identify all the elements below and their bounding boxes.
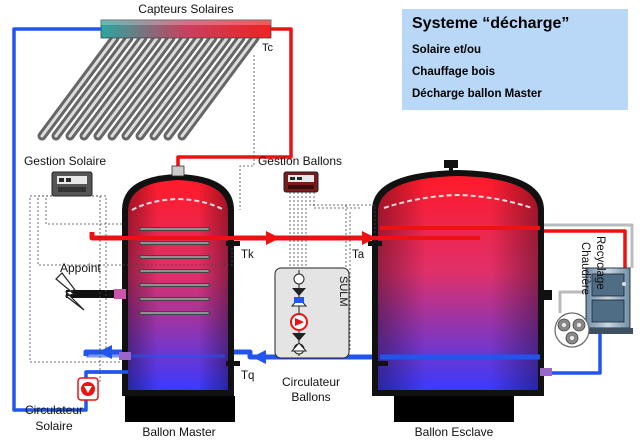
hot-boiler-pipe xyxy=(540,229,627,272)
recyclage-pipe-low xyxy=(558,290,592,313)
ballon-esclave-tank xyxy=(372,160,552,422)
master-base xyxy=(125,396,235,422)
circulateur-solaire[interactable] xyxy=(77,377,99,401)
circ-solaire-label-1: Circulateur xyxy=(25,403,83,417)
chaudiere-boiler[interactable] xyxy=(583,267,633,334)
cold-boiler-pipe xyxy=(540,334,602,375)
tk-label: Tk xyxy=(241,249,254,261)
ta-label: Ta xyxy=(352,249,365,261)
esclave-side-port xyxy=(540,290,552,300)
hot-solar-pipe xyxy=(176,27,293,176)
recyclage-pipe-top xyxy=(540,223,634,268)
tq-label: Tq xyxy=(241,370,254,382)
master-top-fitting xyxy=(171,165,185,177)
ballon-master-label: Ballon Master xyxy=(142,425,215,439)
tc-label: Tc xyxy=(262,42,274,54)
gestion-solaire-controller[interactable] xyxy=(51,171,93,197)
circ-ballons-label-1: Circulateur xyxy=(282,375,340,389)
tq-sensor xyxy=(226,361,240,366)
recyclage-label: Recyclage xyxy=(594,236,606,290)
solar-exchanger-coil xyxy=(139,227,210,315)
pump-icon xyxy=(84,386,92,393)
sulm-label: SULM xyxy=(337,276,349,307)
ballon-esclave-label: Ballon Esclave xyxy=(415,425,494,439)
esclave-top-fitting xyxy=(444,160,458,168)
sulm-module[interactable] xyxy=(274,267,350,359)
cold-flow-arrow xyxy=(252,350,266,364)
cold-flow-arrow-2 xyxy=(98,345,112,359)
solar-collector xyxy=(37,19,272,141)
gestion-solaire-label: Gestion Solaire xyxy=(24,154,106,168)
gestion-ballons-controller[interactable] xyxy=(283,171,319,193)
appoint-element xyxy=(66,290,124,298)
info-line-1: Solaire et/ou xyxy=(412,44,482,56)
tk-sensor xyxy=(226,241,240,246)
hot-flow-arrow xyxy=(266,231,280,245)
lightning-icon xyxy=(55,272,85,311)
esclave-base xyxy=(394,396,514,422)
ballon-master-tank xyxy=(122,165,235,422)
circ-solaire-label-2: Solaire xyxy=(35,419,73,433)
recyclage-pump[interactable] xyxy=(554,312,590,348)
gestion-ballons-label: Gestion Ballons xyxy=(258,154,342,168)
hot-flow-arrow-2 xyxy=(362,231,376,245)
circ-ballons-label-2: Ballons xyxy=(291,390,330,404)
chaudiere-label: Chaudière xyxy=(579,242,591,295)
info-box: Systeme “décharge” Solaire et/ou Chauffa… xyxy=(402,9,628,110)
info-title: Systeme “décharge” xyxy=(412,15,570,32)
info-line-2: Chauffage bois xyxy=(412,66,496,78)
collector-tubes xyxy=(37,33,260,141)
capteurs-label: Capteurs Solaires xyxy=(138,2,233,16)
ta-sensor xyxy=(368,241,382,246)
appoint-label: Appoint xyxy=(60,261,101,275)
info-line-3: Décharge ballon Master xyxy=(412,88,542,100)
